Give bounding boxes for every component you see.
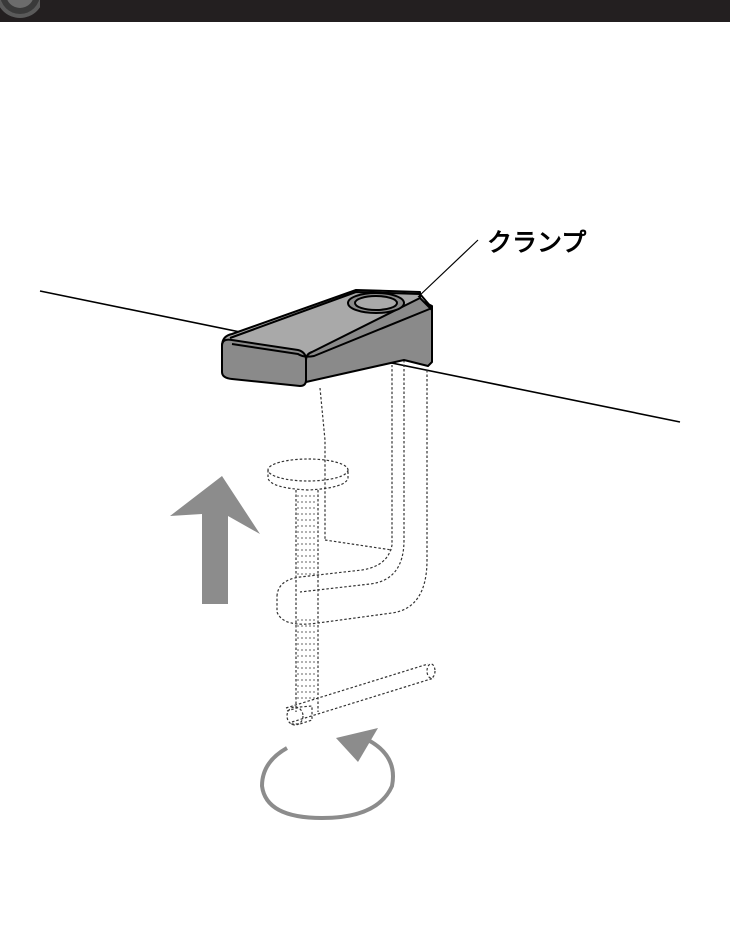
up-arrow-icon xyxy=(170,476,260,604)
clamp-callout-leader xyxy=(417,239,479,298)
header-badge-icon xyxy=(0,0,40,22)
rotate-arrow-icon xyxy=(259,728,395,821)
screw-threads xyxy=(297,495,317,699)
clamp-frame-hidden-outline xyxy=(267,360,436,726)
clamp-label: クランプ xyxy=(487,228,587,257)
header-bar xyxy=(0,0,730,22)
clamp-top-block xyxy=(221,289,433,387)
